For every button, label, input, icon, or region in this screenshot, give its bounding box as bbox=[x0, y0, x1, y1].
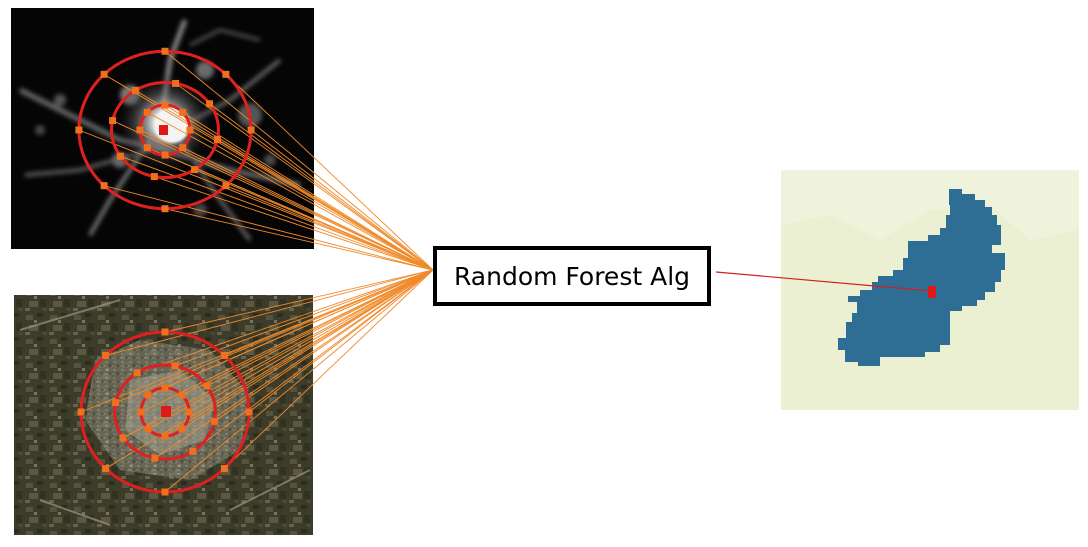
sat-sample-point bbox=[210, 417, 218, 425]
night-sample-point bbox=[75, 126, 83, 134]
night-sample-point bbox=[222, 182, 230, 190]
night-sample-point bbox=[161, 101, 169, 109]
sat-connector-line bbox=[140, 269, 434, 413]
sat-connector-line bbox=[192, 269, 434, 452]
nightlight-sample-points bbox=[75, 47, 255, 213]
night-sample-point bbox=[179, 108, 187, 116]
sat-sample-point bbox=[144, 425, 152, 433]
night-connector-line bbox=[225, 74, 434, 271]
night-sample-point bbox=[109, 117, 117, 125]
sat-sample-point bbox=[151, 454, 159, 462]
night-sample-point bbox=[161, 47, 169, 55]
night-sample-point bbox=[191, 166, 199, 174]
night-sample-point bbox=[100, 70, 108, 78]
sat-connector-line bbox=[105, 269, 434, 356]
sat-ring-2 bbox=[113, 363, 217, 461]
night-sample-point bbox=[161, 151, 169, 159]
satellite-image bbox=[14, 295, 313, 535]
connector-lines bbox=[78, 50, 434, 493]
sat-connector-line bbox=[147, 269, 434, 430]
sat-connector-line bbox=[214, 269, 434, 422]
night-connector-line bbox=[250, 129, 434, 271]
output-center-pixel bbox=[928, 286, 936, 298]
sat-sample-point bbox=[144, 391, 152, 399]
sat-connector-line bbox=[248, 269, 434, 413]
night-sample-point bbox=[172, 79, 180, 87]
random-forest-box: Random Forest Alg bbox=[433, 246, 711, 306]
sat-sample-point bbox=[137, 408, 145, 416]
sat-sample-point bbox=[245, 408, 253, 416]
night-sample-point bbox=[213, 135, 221, 143]
sat-connector-line bbox=[80, 269, 434, 413]
sat-connector-line bbox=[137, 269, 434, 374]
sat-sample-point bbox=[112, 399, 120, 407]
night-connector-line bbox=[182, 111, 434, 271]
sat-connector-line bbox=[188, 269, 434, 413]
night-sample-point bbox=[150, 173, 158, 181]
night-connector-line bbox=[164, 208, 434, 271]
night-connector-line bbox=[78, 129, 434, 271]
night-sample-point bbox=[247, 126, 255, 134]
night-connector-line bbox=[112, 120, 434, 271]
sat-sample-point bbox=[185, 408, 193, 416]
night-sample-point bbox=[100, 182, 108, 190]
output-connector-line bbox=[715, 271, 932, 292]
sat-connector-line bbox=[224, 269, 434, 469]
night-sample-point bbox=[143, 108, 151, 116]
sat-sample-point bbox=[161, 328, 169, 336]
satellite-center-pixel bbox=[161, 406, 171, 417]
night-sample-point bbox=[161, 205, 169, 213]
night-sample-point bbox=[186, 126, 194, 134]
sat-connector-line bbox=[181, 269, 434, 430]
night-connector-line bbox=[154, 176, 434, 271]
sat-sample-point bbox=[119, 434, 127, 442]
sat-sample-point bbox=[161, 432, 169, 440]
sat-sample-point bbox=[102, 465, 110, 473]
algorithm-label: Random Forest Alg bbox=[453, 261, 691, 291]
night-sample-point bbox=[222, 70, 230, 78]
night-sample-point bbox=[116, 152, 124, 160]
sat-connector-line bbox=[122, 269, 434, 439]
sat-connector-line bbox=[164, 269, 434, 333]
sat-sample-point bbox=[220, 351, 228, 359]
night-connector-line bbox=[147, 111, 434, 271]
night-connector-line bbox=[175, 83, 434, 271]
night-connector-line bbox=[139, 129, 434, 271]
night-sample-point bbox=[143, 144, 151, 152]
night-connector-line bbox=[120, 155, 434, 271]
sat-sample-point bbox=[171, 362, 179, 370]
output-map bbox=[781, 170, 1079, 410]
night-connector-line bbox=[189, 129, 434, 271]
night-connector-line bbox=[194, 169, 434, 271]
night-sample-point bbox=[206, 100, 214, 108]
sat-sample-point bbox=[102, 351, 110, 359]
region-polygon bbox=[838, 189, 1005, 366]
nightlight-center-pixel bbox=[159, 125, 168, 135]
sat-sample-point bbox=[161, 384, 169, 392]
night-connector-line bbox=[104, 185, 434, 271]
sat-connector-line bbox=[164, 269, 434, 437]
sat-sample-point bbox=[178, 391, 186, 399]
night-sample-point bbox=[136, 126, 144, 134]
night-connector-line bbox=[164, 50, 434, 271]
night-sample-point bbox=[131, 86, 139, 94]
night-sample-point bbox=[179, 144, 187, 152]
sat-sample-point bbox=[178, 425, 186, 433]
sat-connector-line bbox=[154, 269, 434, 459]
sat-sample-point bbox=[189, 447, 197, 455]
night-connector-line bbox=[209, 103, 434, 271]
sat-sample-point bbox=[77, 408, 85, 416]
sat-connector-line bbox=[206, 269, 434, 387]
sat-sample-point bbox=[133, 369, 141, 377]
satellite-sample-points bbox=[77, 328, 253, 496]
night-ring-2 bbox=[110, 81, 220, 179]
sat-sample-point bbox=[220, 465, 228, 473]
sat-connector-line bbox=[164, 269, 434, 493]
sat-sample-point bbox=[203, 382, 211, 390]
sat-sample-point bbox=[161, 488, 169, 496]
